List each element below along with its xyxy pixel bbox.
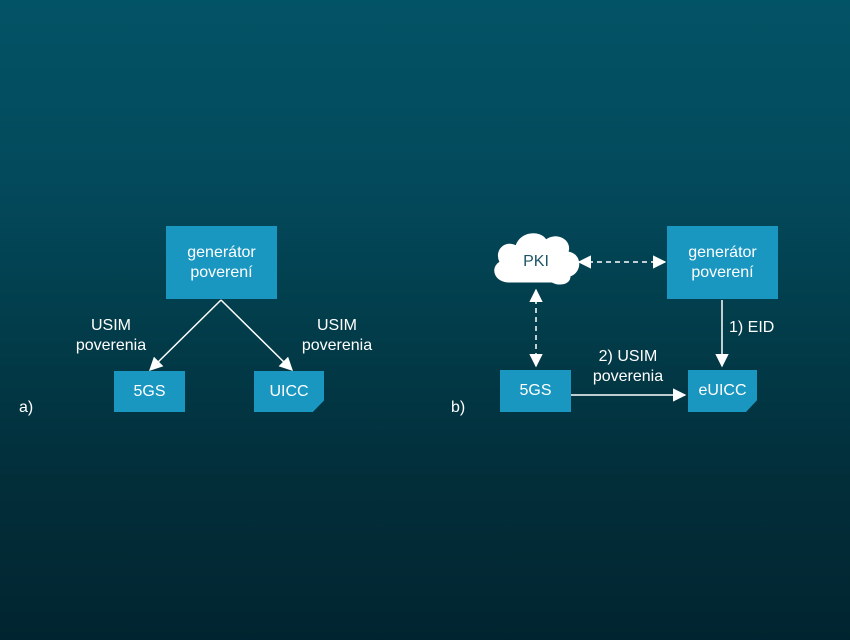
node-uicc: UICC	[254, 371, 324, 412]
generator-b-line1: generátor	[688, 243, 757, 261]
usim-label-right: USIM poverenia	[301, 317, 373, 354]
generator-a-line1: generátor	[187, 243, 256, 261]
arrow-generator-to-5gs	[149, 299, 222, 371]
pki-cloud-shape	[494, 233, 580, 285]
generator-box-b: generátor poverení	[667, 226, 778, 299]
generator-a-line2: poverení	[190, 263, 253, 281]
arrow-generator-to-uicc	[220, 299, 293, 371]
generator-box-a: generátor poverení	[166, 226, 277, 299]
eid-label: 1) EID	[729, 319, 775, 336]
node-5gs-a: 5GS	[114, 371, 185, 412]
usim-label-b: 2) USIM poverenia	[592, 348, 664, 385]
node-euicc: eUICC	[688, 370, 757, 412]
pki-label: PKI	[523, 253, 549, 270]
usim-label-left: USIM poverenia	[75, 317, 147, 354]
node-5gs-b: 5GS	[500, 370, 571, 412]
marker-a: a)	[19, 399, 34, 416]
marker-b: b)	[451, 399, 466, 416]
generator-b-line2: poverení	[691, 263, 754, 281]
